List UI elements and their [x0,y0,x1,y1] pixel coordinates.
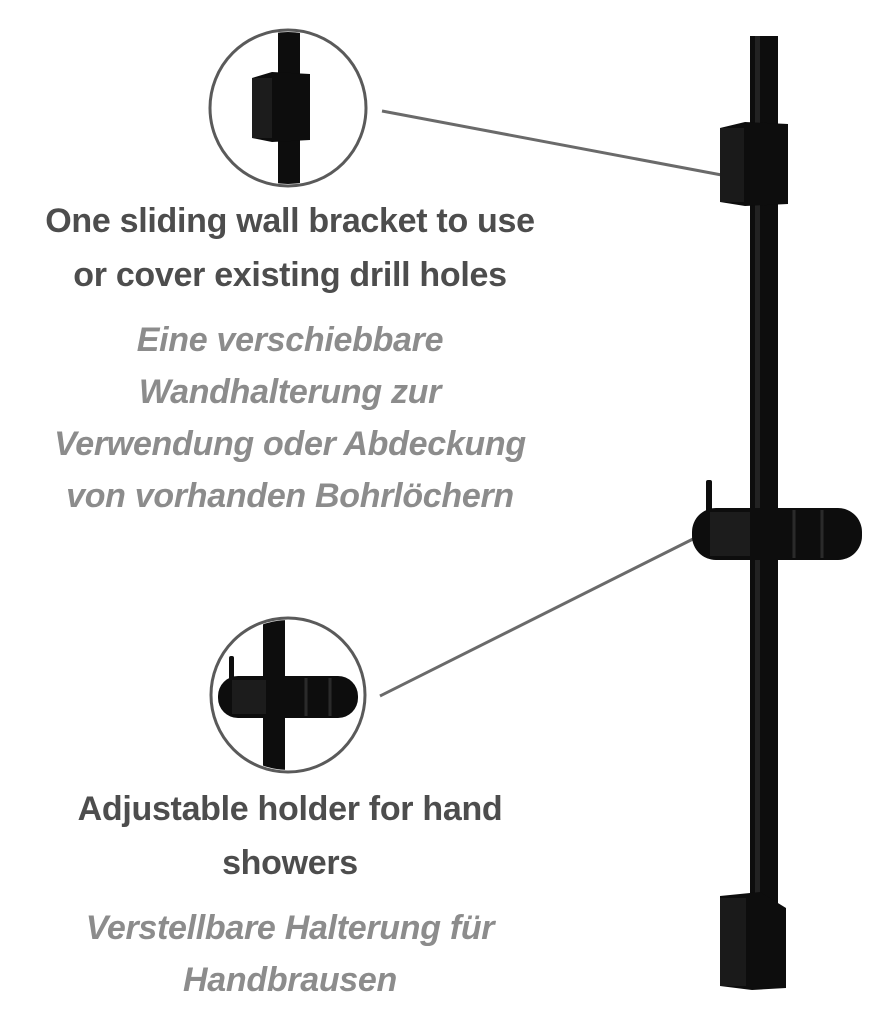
text-line: Handbrausen [183,961,397,999]
text-line: Adjustable holder for hand [77,790,503,828]
feature-bracket-english: One sliding wall bracket to use or cover… [0,194,580,302]
text-line: von vorhanden Bohrlöchern [66,477,514,515]
text-line: Verwendung oder Abdeckung [54,425,526,463]
shower-rail [692,36,862,990]
holder-leader-line [379,535,698,698]
hand-shower-holder-detail-icon [209,616,367,774]
feature-holder-german: Verstellbare Halterung für Handbrausen [0,902,580,1006]
text-line: Eine verschiebbare [136,321,444,359]
text-line: or cover existing drill holes [73,256,507,294]
text-line: Verstellbare Halterung für [85,909,495,947]
bracket-leader-line [381,109,728,178]
feature-bracket-german: Eine verschiebbare Wandhalterung zur Ver… [0,314,580,522]
text-line: One sliding wall bracket to use [45,202,535,240]
text-line: Wandhalterung zur [138,373,442,411]
wall-bracket-detail-icon [208,28,368,188]
text-line: showers [222,844,358,882]
adjustable-holder [692,480,862,560]
feature-holder-english: Adjustable holder for hand showers [0,782,580,890]
